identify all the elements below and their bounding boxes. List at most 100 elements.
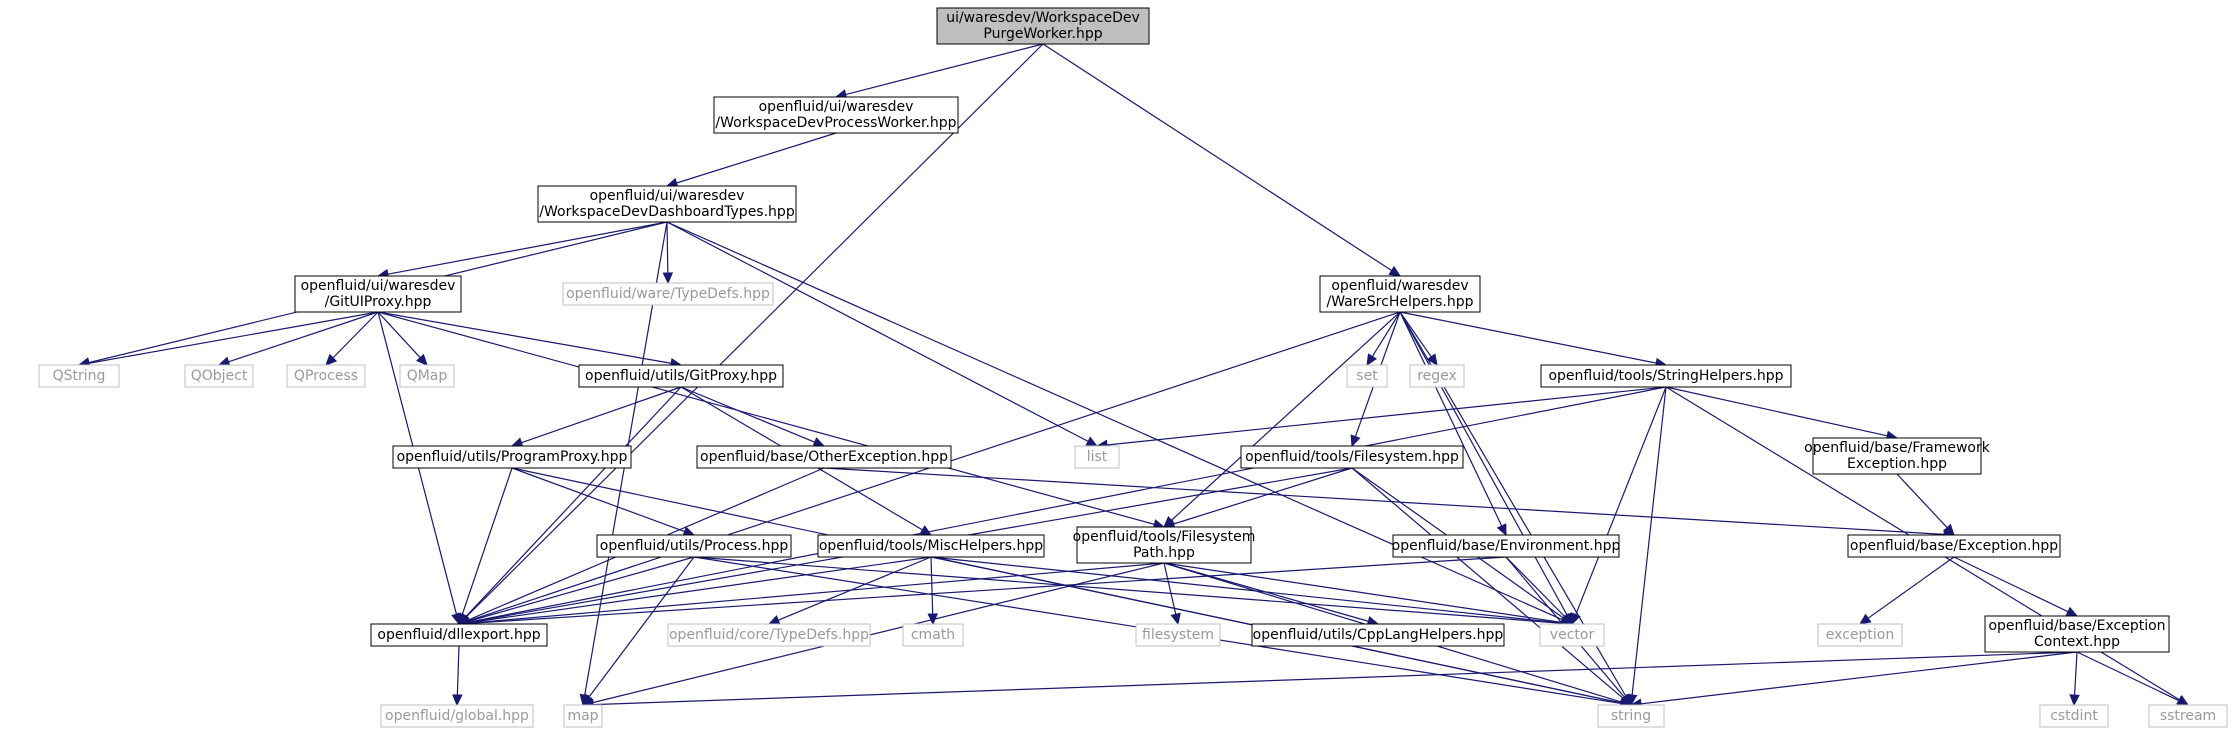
dependency-edges xyxy=(77,43,2190,710)
edge-line xyxy=(465,43,1044,618)
node-environment[interactable]: openfluid/base/Environment.hpp xyxy=(1392,534,1621,558)
edge-line xyxy=(1640,651,2078,705)
node-vector[interactable]: vector xyxy=(1539,623,1605,647)
edge-arrowhead xyxy=(1426,353,1438,366)
edge-stringhelpers-to-frameworkexception xyxy=(1665,386,1899,441)
edge-line xyxy=(1163,562,1369,622)
edge-line xyxy=(666,221,669,274)
node-box xyxy=(1409,364,1465,388)
node-filesystemstd[interactable]: filesystem xyxy=(1135,623,1221,647)
node-mischelpers[interactable]: openfluid/tools/MiscHelpers.hpp xyxy=(817,534,1045,558)
node-gitproxy[interactable]: openfluid/utils/GitProxy.hpp xyxy=(578,364,784,388)
edge-arrowhead xyxy=(1085,436,1099,447)
node-box xyxy=(399,364,455,388)
node-otherexception[interactable]: openfluid/base/OtherException.hpp xyxy=(696,445,952,469)
node-cmath[interactable]: cmath xyxy=(902,623,964,647)
node-label: ui/waresdev/WorkspaceDev xyxy=(946,10,1140,26)
edge-frameworkexception-to-exception xyxy=(1896,473,1955,536)
edge-line xyxy=(88,311,379,364)
node-string[interactable]: string xyxy=(1597,704,1665,728)
node-box xyxy=(1240,445,1464,469)
edge-line xyxy=(1631,386,1667,696)
node-list[interactable]: list xyxy=(1074,445,1120,469)
node-box xyxy=(286,364,366,388)
edge-stringhelpers-to-list xyxy=(1095,386,1667,451)
node-waresrchelpers[interactable]: openfluid/waresdev/WareSrcHelpers.hpp xyxy=(1319,275,1481,313)
node-qobject[interactable]: QObject xyxy=(184,364,254,388)
edge-filesystempath-to-filesystemstd xyxy=(1163,562,1181,626)
edge-gitproxy-to-programproxy xyxy=(510,386,682,448)
edge-processworker-to-dashboardtypes xyxy=(665,132,837,188)
node-dashboardtypes[interactable]: openfluid/ui/waresdev/WorkspaceDevDashbo… xyxy=(537,185,797,223)
node-filesystem[interactable]: openfluid/tools/Filesystem.hpp xyxy=(1240,445,1464,469)
node-label: openfluid/ui/waresdev xyxy=(590,188,745,204)
node-programproxy[interactable]: openfluid/utils/ProgramProxy.hpp xyxy=(392,445,632,469)
edge-line xyxy=(1505,556,1566,618)
node-box xyxy=(1319,275,1481,313)
node-label: openfluid/global.hpp xyxy=(385,708,529,724)
node-regex[interactable]: regex xyxy=(1409,364,1465,388)
edge-line xyxy=(823,467,1945,536)
node-exception[interactable]: openfluid/base/Exception.hpp xyxy=(1847,534,2061,558)
edge-line xyxy=(1575,386,1667,615)
edge-gituiproxy-to-filesystempath xyxy=(377,311,1166,530)
node-sstream[interactable]: sstream xyxy=(2148,704,2228,728)
node-cpplanghelpers[interactable]: openfluid/utils/CppLangHelpers.hpp xyxy=(1251,623,1505,647)
edge-line xyxy=(1953,556,2069,613)
edge-line xyxy=(468,556,695,622)
node-box xyxy=(902,623,964,647)
node-label: openfluid/base/Exception xyxy=(1988,618,2165,634)
node-set[interactable]: set xyxy=(1346,364,1388,388)
node-exceptionstd[interactable]: exception xyxy=(1817,623,1903,647)
node-box xyxy=(380,704,534,728)
edge-line xyxy=(930,556,1563,624)
node-cstdint[interactable]: cstdint xyxy=(2039,704,2109,728)
node-process[interactable]: openfluid/utils/Process.hpp xyxy=(596,534,792,558)
edge-line xyxy=(592,651,2078,706)
edge-programproxy-to-process xyxy=(511,467,696,537)
node-gituiproxy[interactable]: openfluid/ui/waresdev/GitUIProxy.hpp xyxy=(294,275,462,313)
edge-arrowhead xyxy=(812,437,826,447)
edge-line xyxy=(468,562,1165,624)
edge-stringhelpers-to-vector xyxy=(1570,386,1667,626)
edge-line xyxy=(2073,651,2078,696)
node-dllexport[interactable]: openfluid/dllexport.hpp xyxy=(370,623,548,647)
node-map[interactable]: map xyxy=(563,704,603,728)
node-global[interactable]: openfluid/global.hpp xyxy=(380,704,534,728)
node-box xyxy=(667,623,871,647)
node-qprocess[interactable]: QProcess xyxy=(286,364,366,388)
node-label: openfluid/utils/CppLangHelpers.hpp xyxy=(1253,627,1504,643)
edge-line xyxy=(676,132,837,184)
edge-arrowhead xyxy=(2069,694,2080,707)
node-waretypedefs[interactable]: openfluid/ware/TypeDefs.hpp xyxy=(562,282,774,306)
node-box xyxy=(38,364,120,388)
node-label: openfluid/base/OtherException.hpp xyxy=(700,449,948,465)
node-processworker[interactable]: openfluid/ui/waresdev/WorkspaceDevProces… xyxy=(713,96,959,134)
node-box xyxy=(1076,526,1252,564)
node-qmap[interactable]: QMap xyxy=(399,364,455,388)
node-label: vector xyxy=(1550,627,1595,643)
node-label: QMap xyxy=(407,368,448,384)
edge-line xyxy=(1042,43,1392,272)
node-box xyxy=(537,185,797,223)
edge-exceptioncontext-to-cstdint xyxy=(2069,651,2080,707)
node-qstring[interactable]: QString xyxy=(38,364,120,388)
node-label: cmath xyxy=(911,627,955,643)
node-box xyxy=(294,275,462,313)
edge-arrowhead xyxy=(1620,693,1632,706)
node-box xyxy=(1597,704,1665,728)
node-box xyxy=(1817,623,1903,647)
node-label: string xyxy=(1611,708,1651,724)
edge-line xyxy=(1170,311,1401,521)
node-stringhelpers[interactable]: openfluid/tools/StringHelpers.hpp xyxy=(1540,364,1792,388)
node-box xyxy=(1539,623,1605,647)
edge-programproxy-to-dllexport xyxy=(457,467,513,626)
edge-mischelpers-to-dllexport xyxy=(457,556,932,628)
edge-waresrchelpers-to-environment xyxy=(1399,311,1507,537)
edge-line xyxy=(666,221,1089,442)
node-coretypedefs[interactable]: openfluid/core/TypeDefs.hpp xyxy=(667,623,871,647)
